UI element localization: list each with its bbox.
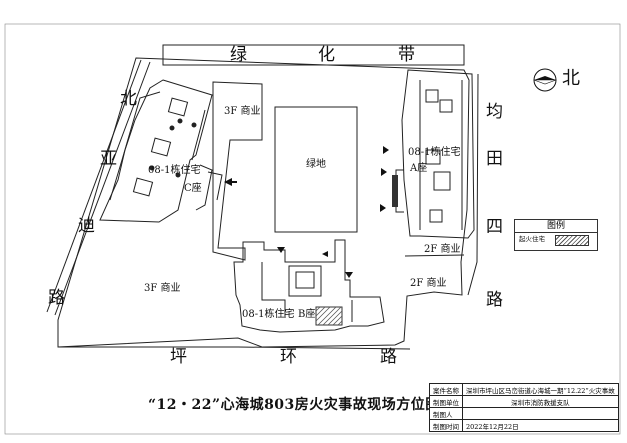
- info-label: 制图时间: [429, 419, 463, 432]
- label-top-commercial: 3F 商业: [224, 106, 261, 117]
- info-value: [462, 407, 619, 420]
- road-edge-right: [467, 73, 479, 296]
- arrow-a-3: [380, 204, 386, 212]
- lot-line-right: [404, 254, 465, 257]
- road-edge-left-2: [46, 59, 142, 313]
- green-space: [274, 106, 358, 233]
- label-building-b-seat: B座: [298, 309, 316, 320]
- legend-item-label: 起火住宅: [519, 235, 545, 243]
- left-road-char-2: 亚: [100, 149, 117, 169]
- road-edge-left: [54, 61, 151, 316]
- info-row: 制图时间 2022年12月22日: [429, 419, 619, 432]
- green-belt-char-1: 绿: [230, 45, 247, 65]
- green-belt-char-2: 化: [318, 45, 335, 65]
- arrow-a-2: [381, 168, 387, 176]
- label-green-space: 绿地: [306, 159, 326, 170]
- bottom-road-char-2: 环: [280, 347, 297, 367]
- right-road-char-2: 田: [486, 149, 503, 169]
- arrow-b-1: [277, 247, 285, 253]
- building-c: [99, 79, 223, 223]
- label-building-c-seat: C座: [184, 183, 202, 194]
- left-road-char-4: 路: [48, 288, 65, 308]
- info-label: 制图单位: [429, 395, 463, 408]
- info-row: 案件名称 深圳市坪山区马峦街道心海城一期“12.22”火灾事故: [429, 383, 619, 396]
- road-edge-bottom: [58, 346, 411, 350]
- legend-item-swatch: [555, 235, 589, 246]
- label-building-c-name: 08-1栋住宅: [148, 165, 201, 176]
- arrow-a-1: [383, 146, 389, 154]
- info-label: 制图人: [429, 407, 463, 420]
- label-building-a-name: 08-1栋住宅: [408, 147, 461, 158]
- info-value: 2022年12月22日: [462, 419, 619, 432]
- info-table: 案件名称 深圳市坪山区马峦街道心海城一期“12.22”火灾事故 制图单位 深圳市…: [429, 383, 619, 432]
- podium-top: [212, 81, 263, 261]
- left-road-char-1: 北: [120, 89, 137, 109]
- label-left-commercial: 3F 商业: [144, 283, 181, 294]
- page-frame: [4, 23, 621, 435]
- legend: 图例 起火住宅: [514, 219, 598, 251]
- site-boundary: [57, 57, 470, 348]
- info-value: 深圳市坪山区马峦街道心海城一期“12.22”火灾事故: [462, 383, 619, 396]
- left-road-char-3: 迪: [78, 216, 95, 236]
- right-road-char-1: 均: [486, 102, 503, 122]
- arrow-c: [224, 178, 237, 186]
- label-building-b-name: 08-1栋住宅: [242, 309, 295, 320]
- label-right-commercial-lower: 2F 商业: [410, 278, 447, 289]
- building-a: [395, 69, 475, 239]
- label-building-a-seat: A座: [410, 163, 428, 174]
- right-road-char-3: 四: [486, 217, 503, 237]
- info-label: 案件名称: [429, 383, 463, 396]
- north-label: 北: [562, 68, 580, 89]
- green-belt-band: [162, 44, 465, 66]
- north-arrow-icon: [533, 68, 557, 92]
- map-title: “12・22”心海城803房火灾事故现场方位图: [148, 397, 440, 413]
- bottom-road-char-3: 路: [380, 347, 397, 367]
- fire-residence-hatch-lines: [315, 306, 343, 326]
- bottom-road-char-1: 坪: [170, 347, 187, 367]
- info-row: 制图单位 深圳市消防救援支队: [429, 395, 619, 408]
- right-road-char-4: 路: [486, 290, 503, 310]
- label-right-commercial-upper: 2F 商业: [424, 244, 461, 255]
- legend-title: 图例: [515, 220, 597, 233]
- building-a-fire-strip: [392, 175, 398, 207]
- green-belt-char-3: 带: [398, 45, 415, 65]
- arrow-b-3: [322, 251, 328, 257]
- arrow-b-2: [345, 272, 353, 278]
- info-value: 深圳市消防救援支队: [462, 395, 619, 408]
- building-b: [233, 239, 385, 333]
- info-row: 制图人: [429, 407, 619, 420]
